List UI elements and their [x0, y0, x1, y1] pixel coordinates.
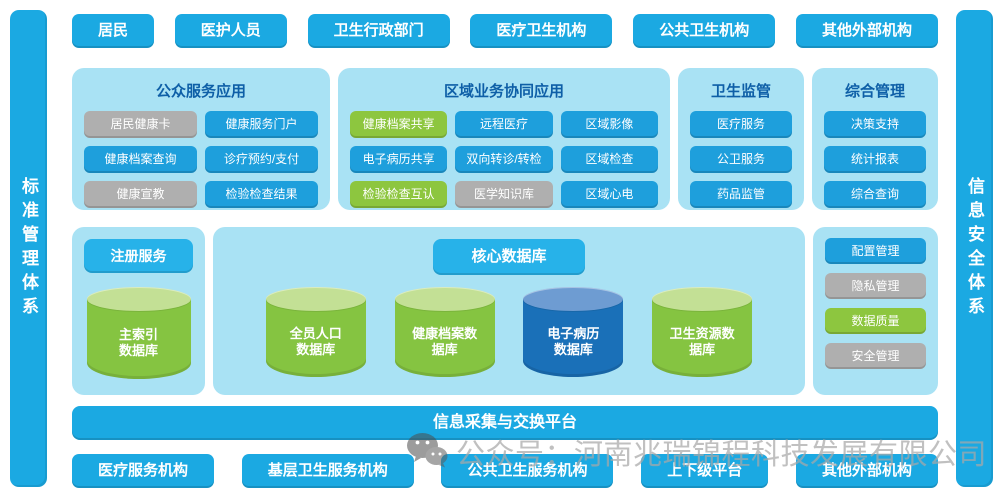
panel-regional-collaboration-apps: 区域业务协同应用 健康档案共享 远程医疗 区域影像 电子病历共享 双向转诊/转检… — [338, 68, 670, 210]
panel-title: 卫生监管 — [710, 83, 771, 100]
institution-button: 上下级平台 — [641, 454, 769, 488]
master-index-database-cylinder: 主索引 数据库 — [86, 287, 191, 379]
panel-items: 决策支持 统计报表 综合查询 — [824, 111, 926, 208]
governance-chip: 安全管理 — [825, 343, 926, 369]
app-chip: 公卫服务 — [690, 146, 792, 173]
app-chip: 统计报表 — [824, 146, 926, 173]
app-chip: 区域检查 — [560, 146, 658, 173]
database-cylinder: 全员人口 数据库 — [265, 287, 366, 377]
app-chip: 健康档案共享 — [350, 111, 448, 138]
panel-items: 健康档案共享 远程医疗 区域影像 电子病历共享 双向转诊/转检 区域检查 检验检… — [350, 111, 658, 208]
core-database-panel: 核心数据库 全员人口 数据库 健康档案数 据库 电子病历 数据库 — [213, 227, 805, 395]
app-chip: 药品监管 — [690, 181, 792, 208]
database-label: 主索引 数据库 — [118, 326, 158, 358]
governance-chip: 隐私管理 — [825, 273, 926, 299]
app-chip: 区域心电 — [560, 181, 658, 208]
registration-panel: 注册服务 主索引 数据库 — [72, 227, 205, 395]
app-chip: 健康档案查询 — [84, 146, 197, 173]
governance-chip: 数据质量 — [825, 308, 926, 334]
institution-button: 公共卫生服务机构 — [441, 454, 614, 488]
application-panels-row: 公众服务应用 居民健康卡 健康服务门户 健康档案查询 诊疗预约/支付 健康宣教 … — [72, 68, 938, 210]
panel-title: 公众服务应用 — [155, 83, 246, 100]
data-source-row: 医疗服务机构 基层卫生服务机构 公共卫生服务机构 上下级平台 其他外部机构 — [72, 454, 938, 488]
panel-items: 居民健康卡 健康服务门户 健康档案查询 诊疗预约/支付 健康宣教 检验检查结果 — [84, 111, 318, 208]
actor-button: 其他外部机构 — [795, 14, 938, 48]
app-chip: 医学知识库 — [455, 181, 553, 208]
external-actors-row: 居民 医护人员 卫生行政部门 医疗卫生机构 公共卫生机构 其他外部机构 — [72, 14, 938, 48]
actor-button: 公共卫生机构 — [633, 14, 776, 48]
institution-button: 基层卫生服务机构 — [241, 454, 414, 488]
database-label: 健康档案数 据库 — [412, 325, 478, 357]
core-database-button: 核心数据库 — [433, 239, 585, 275]
panel-title: 综合管理 — [844, 83, 905, 100]
database-label: 卫生资源数 据库 — [669, 325, 735, 357]
database-cylinder: 健康档案数 据库 — [394, 287, 495, 377]
data-governance-panel: 配置管理 隐私管理 数据质量 安全管理 — [813, 227, 938, 395]
actor-button: 居民 — [72, 14, 155, 48]
core-databases: 全员人口 数据库 健康档案数 据库 电子病历 数据库 卫生资源数 据库 — [237, 287, 781, 377]
data-layer-row: 注册服务 主索引 数据库 核心数据库 全员人口 数据库 健康档案数 据库 — [72, 227, 938, 395]
standards-management-bar: 标准管理体系 — [10, 10, 47, 487]
app-chip: 居民健康卡 — [84, 111, 197, 138]
database-label: 全员人口 数据库 — [289, 325, 342, 357]
information-security-label: 信息安全体系 — [965, 176, 984, 321]
app-chip: 决策支持 — [824, 111, 926, 138]
panel-public-service-apps: 公众服务应用 居民健康卡 健康服务门户 健康档案查询 诊疗预约/支付 健康宣教 … — [72, 68, 330, 210]
app-chip: 双向转诊/转检 — [455, 146, 553, 173]
information-security-bar: 信息安全体系 — [956, 10, 993, 487]
governance-chip: 配置管理 — [825, 238, 926, 264]
app-chip: 健康宣教 — [84, 181, 197, 208]
panel-health-supervision: 卫生监管 医疗服务 公卫服务 药品监管 — [678, 68, 804, 210]
app-chip: 区域影像 — [560, 111, 658, 138]
institution-button: 医疗服务机构 — [72, 454, 215, 488]
institution-button: 其他外部机构 — [795, 454, 938, 488]
app-chip: 检验检查结果 — [205, 181, 318, 208]
standards-management-label: 标准管理体系 — [19, 176, 38, 321]
app-chip: 电子病历共享 — [350, 146, 448, 173]
panel-title: 区域业务协同应用 — [443, 83, 564, 100]
diagram-content: 居民 医护人员 卫生行政部门 医疗卫生机构 公共卫生机构 其他外部机构 公众服务… — [72, 14, 938, 488]
actor-button: 卫生行政部门 — [307, 14, 450, 48]
app-chip: 远程医疗 — [455, 111, 553, 138]
actor-button: 医疗卫生机构 — [470, 14, 613, 48]
database-cylinder: 电子病历 数据库 — [523, 287, 624, 377]
app-chip: 综合查询 — [824, 181, 926, 208]
app-chip: 诊疗预约/支付 — [205, 146, 318, 173]
app-chip: 健康服务门户 — [205, 111, 318, 138]
exchange-platform-bar: 信息采集与交换平台 — [72, 406, 938, 440]
database-cylinder: 卫生资源数 据库 — [652, 287, 753, 377]
app-chip: 检验检查互认 — [350, 181, 448, 208]
registration-service-button: 注册服务 — [84, 239, 193, 273]
app-chip: 医疗服务 — [690, 111, 792, 138]
panel-items: 医疗服务 公卫服务 药品监管 — [690, 111, 792, 208]
actor-button: 医护人员 — [174, 14, 287, 48]
database-label: 电子病历 数据库 — [547, 325, 600, 357]
panel-comprehensive-management: 综合管理 决策支持 统计报表 综合查询 — [812, 68, 938, 210]
